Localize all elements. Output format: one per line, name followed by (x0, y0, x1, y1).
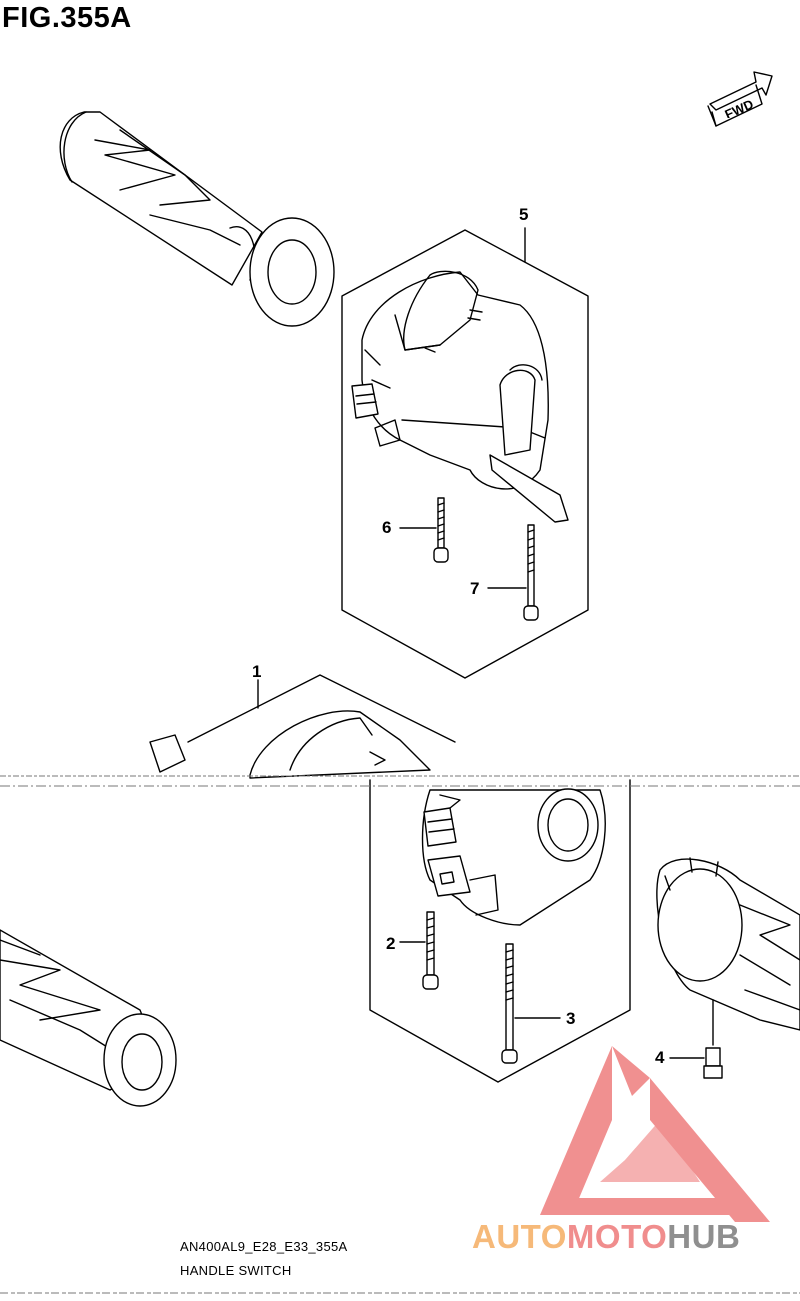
left-grip-bottom (0, 929, 177, 1107)
right-grip (656, 857, 800, 1031)
bolt-4 (669, 999, 723, 1079)
screw-2 (399, 911, 439, 990)
watermark-auto: AUTO (472, 1218, 567, 1255)
watermark-moto: MOTO (566, 1218, 668, 1255)
left-grip-top (59, 111, 335, 327)
callout-2: 2 (386, 934, 396, 953)
callout-3: 3 (566, 1009, 576, 1028)
kit-outline-lower (187, 674, 631, 1083)
callout-6: 6 (382, 518, 392, 537)
figure-title: FIG.355A (2, 2, 132, 34)
watermark-text: AUTOMOTOHUB (472, 1218, 740, 1256)
screw-7 (487, 524, 539, 621)
screw-3 (501, 943, 561, 1064)
scan-tear (0, 775, 800, 1294)
watermark-hub: HUB (667, 1218, 741, 1255)
screw-6 (399, 497, 449, 563)
callout-4: 4 (655, 1048, 665, 1067)
callout-1: 1 (252, 662, 262, 681)
callout-5: 5 (519, 205, 529, 224)
right-handle-switch (351, 270, 569, 523)
left-handle-switch-top (149, 710, 431, 779)
fwd-arrow-icon (707, 71, 773, 127)
watermark-logo (540, 1046, 770, 1222)
callout-7: 7 (470, 579, 480, 598)
left-handle-switch-bottom (421, 788, 606, 926)
caption-name: HANDLE SWITCH (180, 1263, 292, 1278)
caption-code: AN400AL9_E28_E33_355A (180, 1239, 348, 1254)
kit-outline-upper (341, 229, 589, 679)
